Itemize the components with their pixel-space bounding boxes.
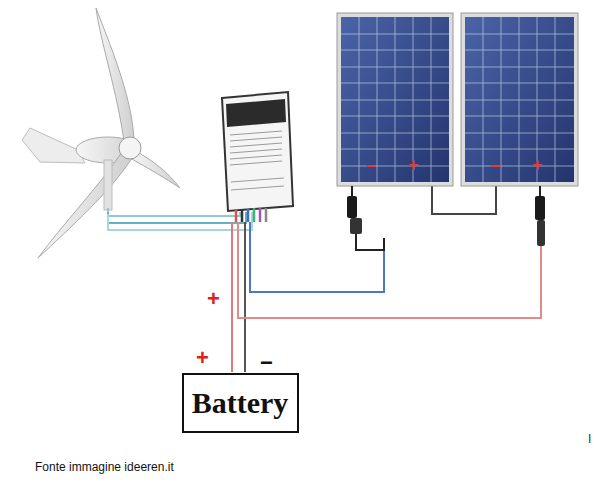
polarity-sign: + <box>196 347 209 369</box>
system-wires <box>232 186 541 372</box>
polarity-sign: − <box>260 352 273 374</box>
polarity-sign: − <box>491 157 502 175</box>
polarity-sign: − <box>366 157 377 175</box>
stray-mark: I <box>588 433 591 445</box>
wind-turbine <box>22 8 180 258</box>
battery-box: Battery <box>182 373 299 433</box>
image-credit: Fonte immagine ideeren.it <box>35 461 174 473</box>
polarity-sign: + <box>408 156 419 174</box>
polarity-sign: + <box>532 156 543 174</box>
solar-panels <box>337 13 578 250</box>
hybrid-controller <box>222 92 293 222</box>
polarity-sign: + <box>207 288 220 310</box>
battery-label: Battery <box>192 386 289 420</box>
